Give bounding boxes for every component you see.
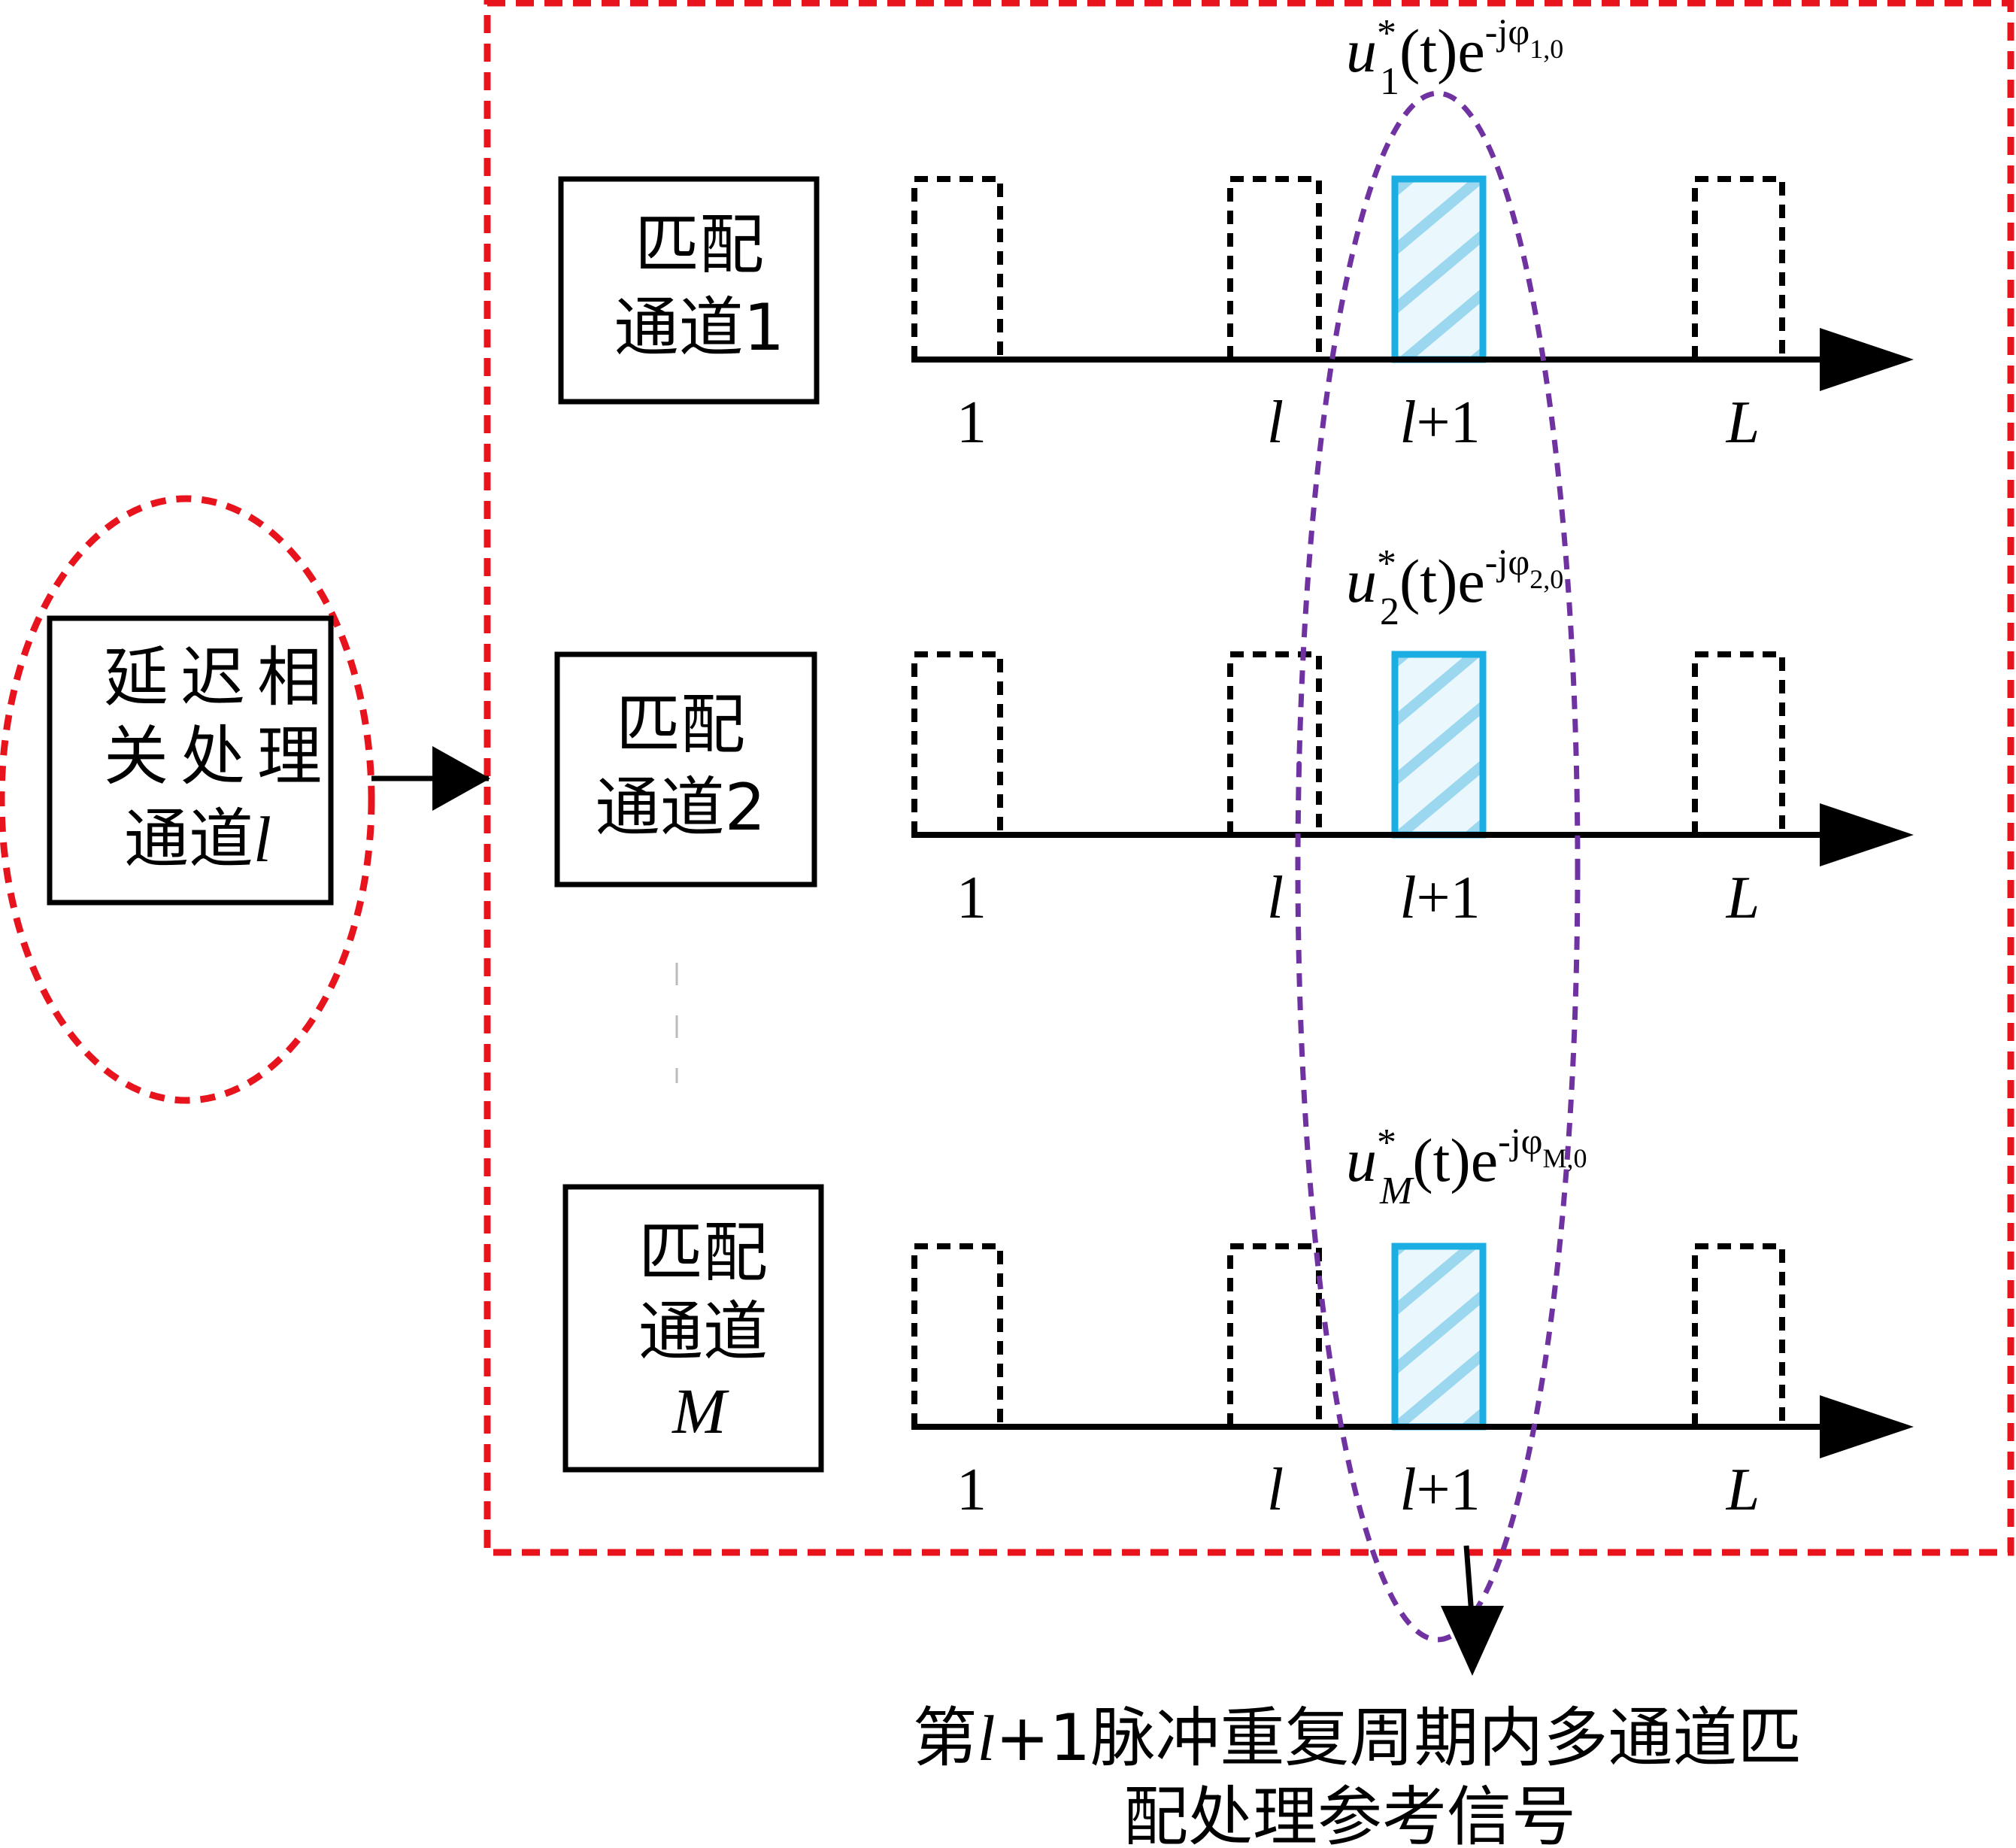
- output-caption-line-1: 第l+1脉冲重复周期内多通道匹: [913, 1701, 1802, 1776]
- source-box-line-3-text: 通道: [124, 802, 253, 877]
- axis-label-L: L: [1726, 1457, 1760, 1523]
- axis-label-1: 1: [956, 390, 987, 456]
- highlighted-pulse-lplus1: [1391, 1243, 1487, 1431]
- reference-formula-1: u* 1(t)e-jφ1,0: [1346, 11, 1563, 103]
- axis-label-l: l: [1267, 390, 1284, 456]
- source-box-line-2: 关处理: [104, 719, 322, 794]
- dashed-pulse-l: [1227, 1243, 1322, 1430]
- dashed-pulse-1: [911, 176, 1003, 363]
- reference-formula-part: 1,0: [1529, 34, 1563, 64]
- reference-formula-3: u*M(t)e-jφM,0: [1346, 1120, 1587, 1212]
- channel-2-line-2: 通道2: [596, 770, 766, 845]
- axis-label-l: l: [1267, 865, 1284, 931]
- axis-label-lplus1: l+1: [1399, 390, 1480, 456]
- selection-dashed-ellipse: [1295, 90, 1581, 1643]
- outer-dashed-frame: [484, 0, 2014, 1556]
- time-axis-arrowhead: [1820, 328, 1914, 391]
- axis-label-lplus1-var: l: [1399, 865, 1416, 931]
- channel-box-1: 匹配 通道1: [558, 176, 820, 405]
- reference-formula-part: -jφ: [1485, 11, 1529, 53]
- reference-formula-part: (t)e: [1412, 1126, 1498, 1194]
- channel-2-line-1: 匹配: [616, 687, 745, 763]
- output-caption-prefix: 第: [913, 1701, 978, 1776]
- axis-label-L: L: [1726, 865, 1760, 931]
- reference-formula-part: 2: [1380, 590, 1399, 633]
- channel-box-2: 匹配 通道2: [554, 651, 817, 888]
- highlighted-pulse-lplus1: [1391, 175, 1487, 363]
- source-box-line-3-var: l: [253, 803, 271, 875]
- channel-1-line-1: 匹配: [635, 208, 764, 283]
- channel-1-line-2: 通道1: [614, 290, 785, 366]
- reference-formula-part: -jφ: [1485, 541, 1529, 583]
- dashed-pulse-l: [1227, 176, 1322, 363]
- dashed-pulse-1: [911, 651, 1003, 838]
- channel-M-var: M: [671, 1375, 729, 1447]
- reference-formula-part: u: [1346, 547, 1377, 615]
- axis-label-L: L: [1726, 390, 1760, 456]
- time-axis-arrowhead: [1820, 1395, 1914, 1458]
- reference-formula-part: u: [1346, 17, 1377, 85]
- channel-box-M: 匹配 通道 M: [562, 1184, 824, 1473]
- dashed-pulse-L: [1692, 176, 1785, 363]
- reference-formula-part: 2,0: [1529, 564, 1563, 594]
- reference-formula-part: (t)e: [1399, 17, 1485, 85]
- axis-label-lplus1-var: l: [1399, 1457, 1416, 1523]
- reference-formula-part: -jφ: [1498, 1120, 1542, 1162]
- source-dashed-ellipse: [0, 495, 375, 1104]
- source-box-line-3: 通道l: [124, 802, 271, 877]
- axis-label-lplus1: l+1: [1399, 865, 1480, 931]
- output-caption-rest: +1脉冲重复周期内多通道匹: [996, 1701, 1802, 1776]
- reference-formula-part: *: [1377, 542, 1396, 585]
- dashed-pulse-L: [1692, 651, 1785, 838]
- axis-label-lplus1-rest: +1: [1417, 865, 1481, 931]
- reference-formula-part: (t)e: [1399, 547, 1485, 615]
- reference-formula-part: u: [1346, 1126, 1377, 1194]
- axis-label-lplus1-rest: +1: [1417, 390, 1481, 456]
- source-box-line-1: 延迟相: [104, 640, 322, 715]
- reference-formula-part: M: [1379, 1170, 1414, 1212]
- reference-formula-part: *: [1377, 12, 1396, 55]
- highlighted-pulse-lplus1: [1391, 651, 1487, 839]
- source-to-frame-arrowhead: [432, 746, 490, 811]
- reference-formula-2: u* 2(t)e-jφ2,0: [1346, 541, 1563, 633]
- time-axis-arrowhead: [1820, 803, 1914, 866]
- axis-label-lplus1-var: l: [1399, 390, 1416, 456]
- channel-M-line-2: 通道: [638, 1294, 768, 1370]
- output-arrowhead: [1441, 1606, 1504, 1676]
- source-box: 延迟相 关处理 通道l: [47, 615, 334, 906]
- channel-M-line-1: 匹配: [638, 1215, 768, 1291]
- axis-label-lplus1: l+1: [1399, 1457, 1480, 1523]
- axis-label-lplus1-rest: +1: [1417, 1457, 1481, 1523]
- output-caption-line-2: 配处理参考信号: [1123, 1780, 1576, 1848]
- axis-label-1: 1: [956, 865, 987, 931]
- dashed-pulse-l: [1227, 651, 1322, 838]
- axis-label-1: 1: [956, 1457, 987, 1523]
- output-caption-var: l: [978, 1702, 996, 1774]
- dashed-pulse-L: [1692, 1243, 1785, 1430]
- dashed-pulse-1: [911, 1243, 1003, 1430]
- reference-formula-part: *: [1377, 1121, 1396, 1164]
- axis-label-l: l: [1267, 1457, 1284, 1523]
- reference-formula-part: 1: [1380, 60, 1399, 103]
